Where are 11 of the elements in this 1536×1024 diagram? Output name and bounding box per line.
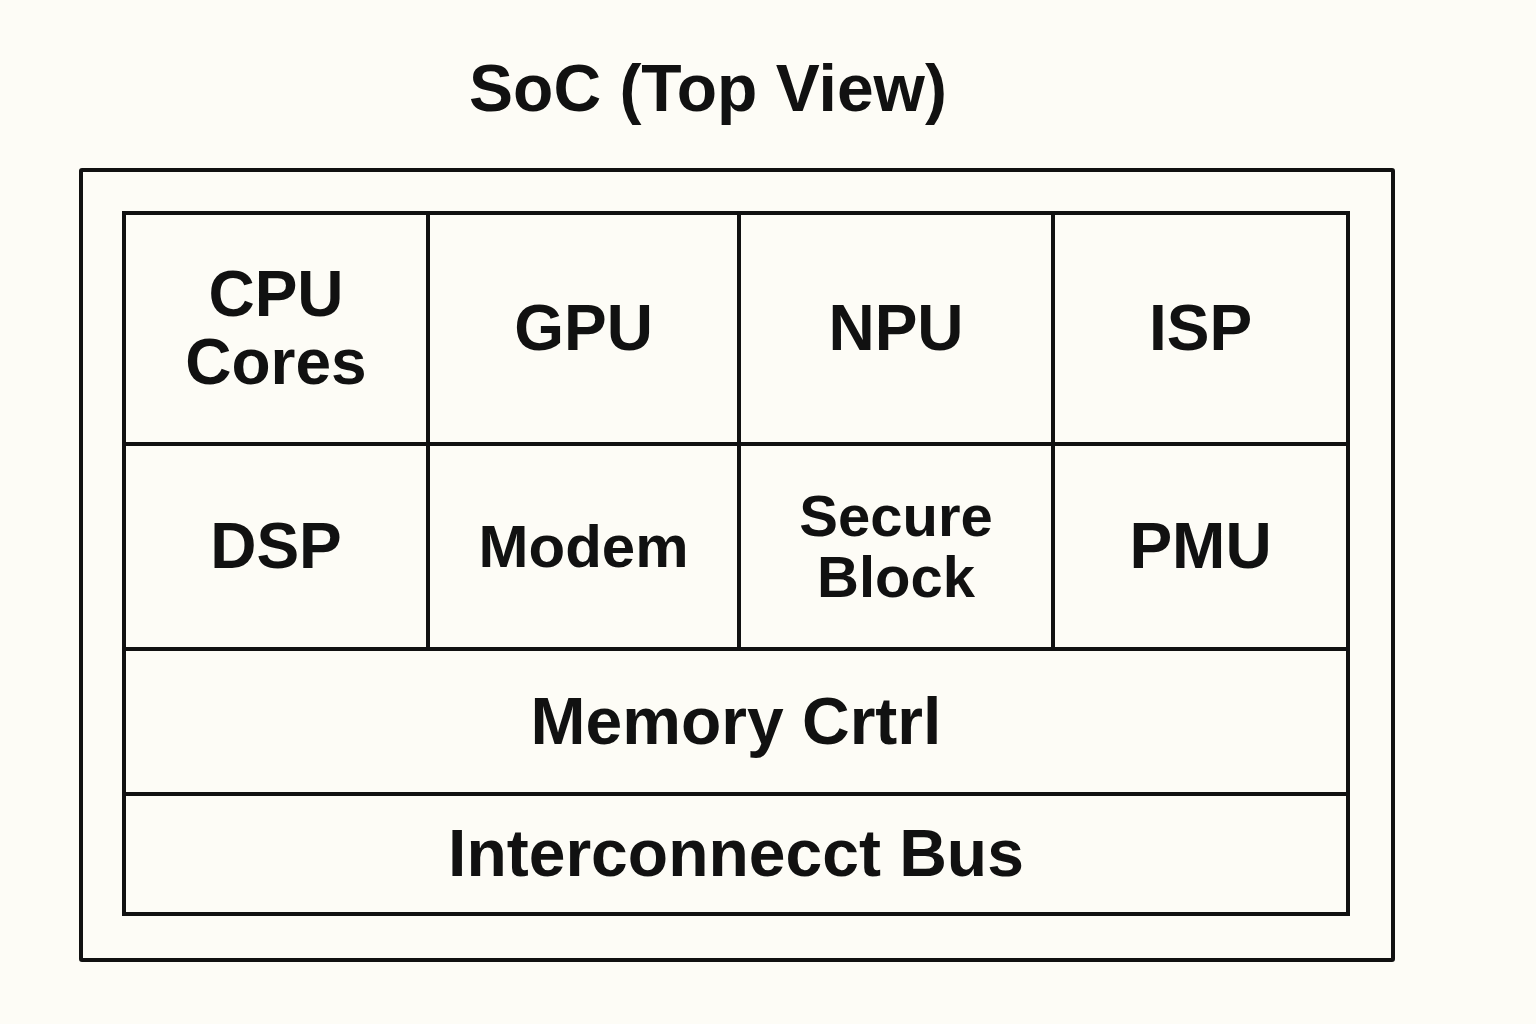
block-label: GPU (514, 294, 653, 363)
block-label: Secure Block (798, 485, 994, 608)
block-label: PMU (1129, 512, 1272, 581)
block-label: ISP (1148, 294, 1253, 363)
block-label: Memory Crtrl (530, 686, 942, 757)
block-label: Interconnecct Bus (448, 819, 1024, 889)
block-label: Modem (478, 515, 689, 578)
block-label: DSP (210, 512, 342, 581)
diagram-heading: SoC (Top View) (468, 50, 948, 126)
block-label: CPU Cores (184, 261, 368, 396)
block-label: NPU (828, 294, 964, 363)
